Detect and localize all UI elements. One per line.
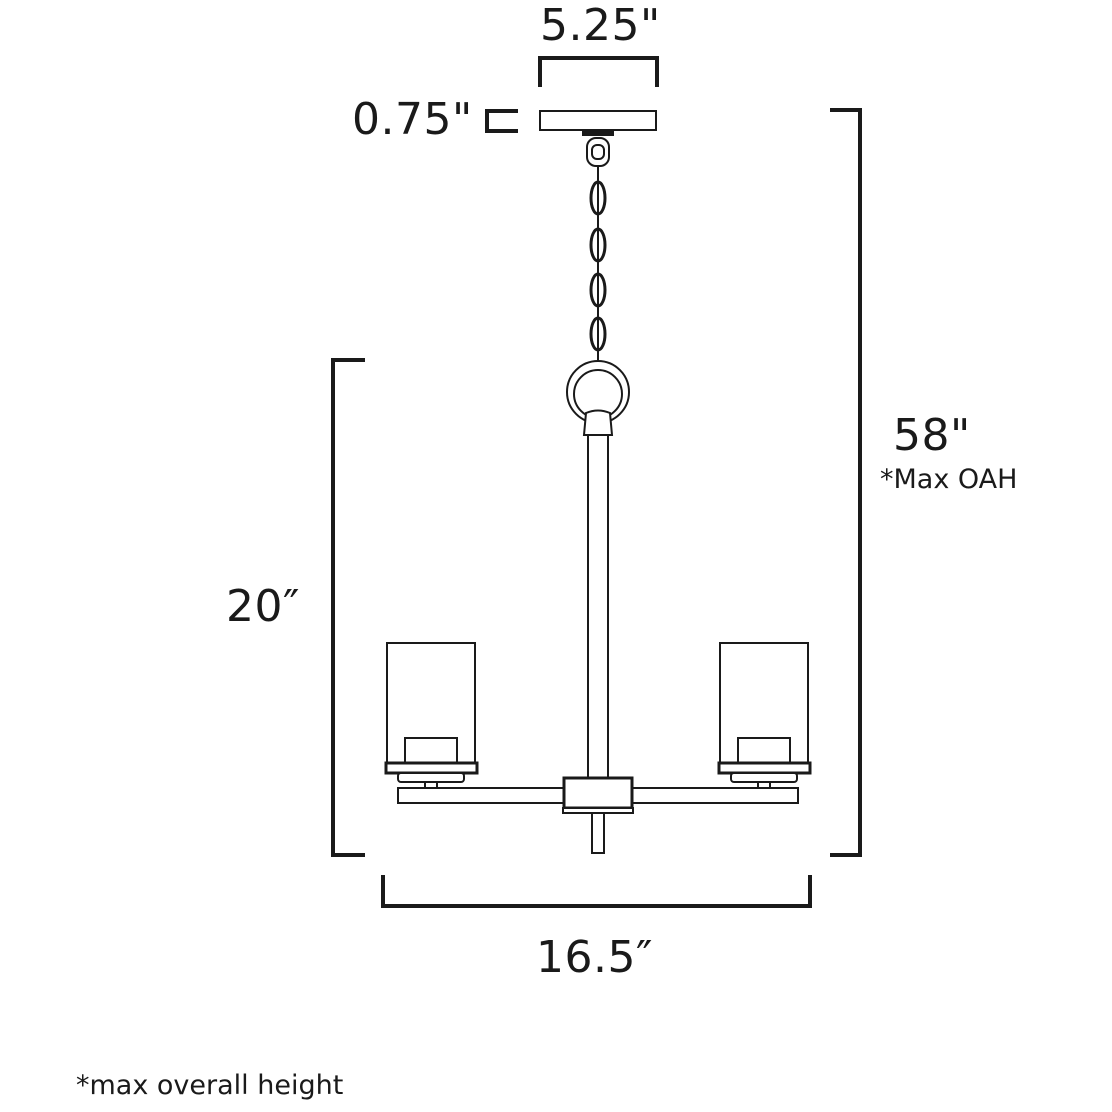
fixture-height-bracket [331,358,365,857]
left-shade [384,642,479,789]
fixture-height-label: 20″ [226,581,300,632]
chain [589,166,607,380]
fixture-width-label: 16.5″ [536,932,653,983]
canopy-height-label: 0.75" [352,94,473,145]
canopy [539,110,657,131]
overall-height-note: *Max OAH [880,464,1018,495]
canopy-width-label: 5.25" [540,0,661,51]
canopy-height-bracket [485,109,518,133]
finial [591,812,605,854]
stem [587,434,609,781]
fixture-width-bracket [381,875,812,908]
center-hub [562,776,634,810]
overall-height-bracket [830,108,862,857]
footnote: *max overall height [76,1070,344,1101]
right-shade [717,642,812,789]
canopy-width-bracket [538,56,659,87]
overall-height-label: 58" [893,410,971,461]
